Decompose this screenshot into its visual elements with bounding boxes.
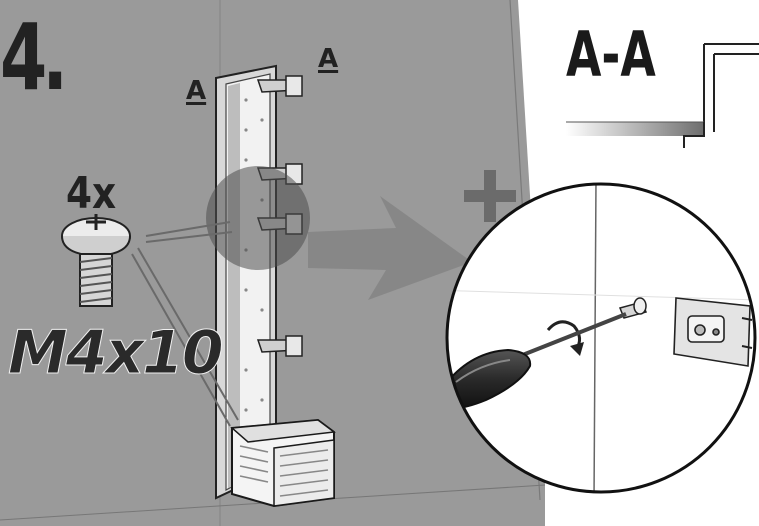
basket-icon	[230, 418, 336, 508]
callout-arrow-icon	[308, 196, 472, 300]
plus-icon	[464, 170, 516, 222]
leader-lines	[131, 221, 239, 427]
detail-view	[447, 184, 755, 492]
rotation-arrow-icon	[546, 320, 581, 351]
detail-circle-border	[445, 182, 757, 494]
section-detail	[566, 43, 759, 148]
detail-circle	[447, 184, 755, 492]
screw-quantity: 4x	[66, 168, 117, 219]
section-title: A-A	[566, 18, 656, 91]
screw-icon	[61, 214, 131, 307]
highlight-circle	[206, 166, 310, 270]
screw-size: M4x10	[8, 318, 225, 389]
section-marker-left: A	[186, 76, 207, 106]
section-marker-right: A	[318, 44, 339, 74]
detail-bracket	[673, 297, 753, 367]
step-number: 4.	[0, 4, 68, 111]
